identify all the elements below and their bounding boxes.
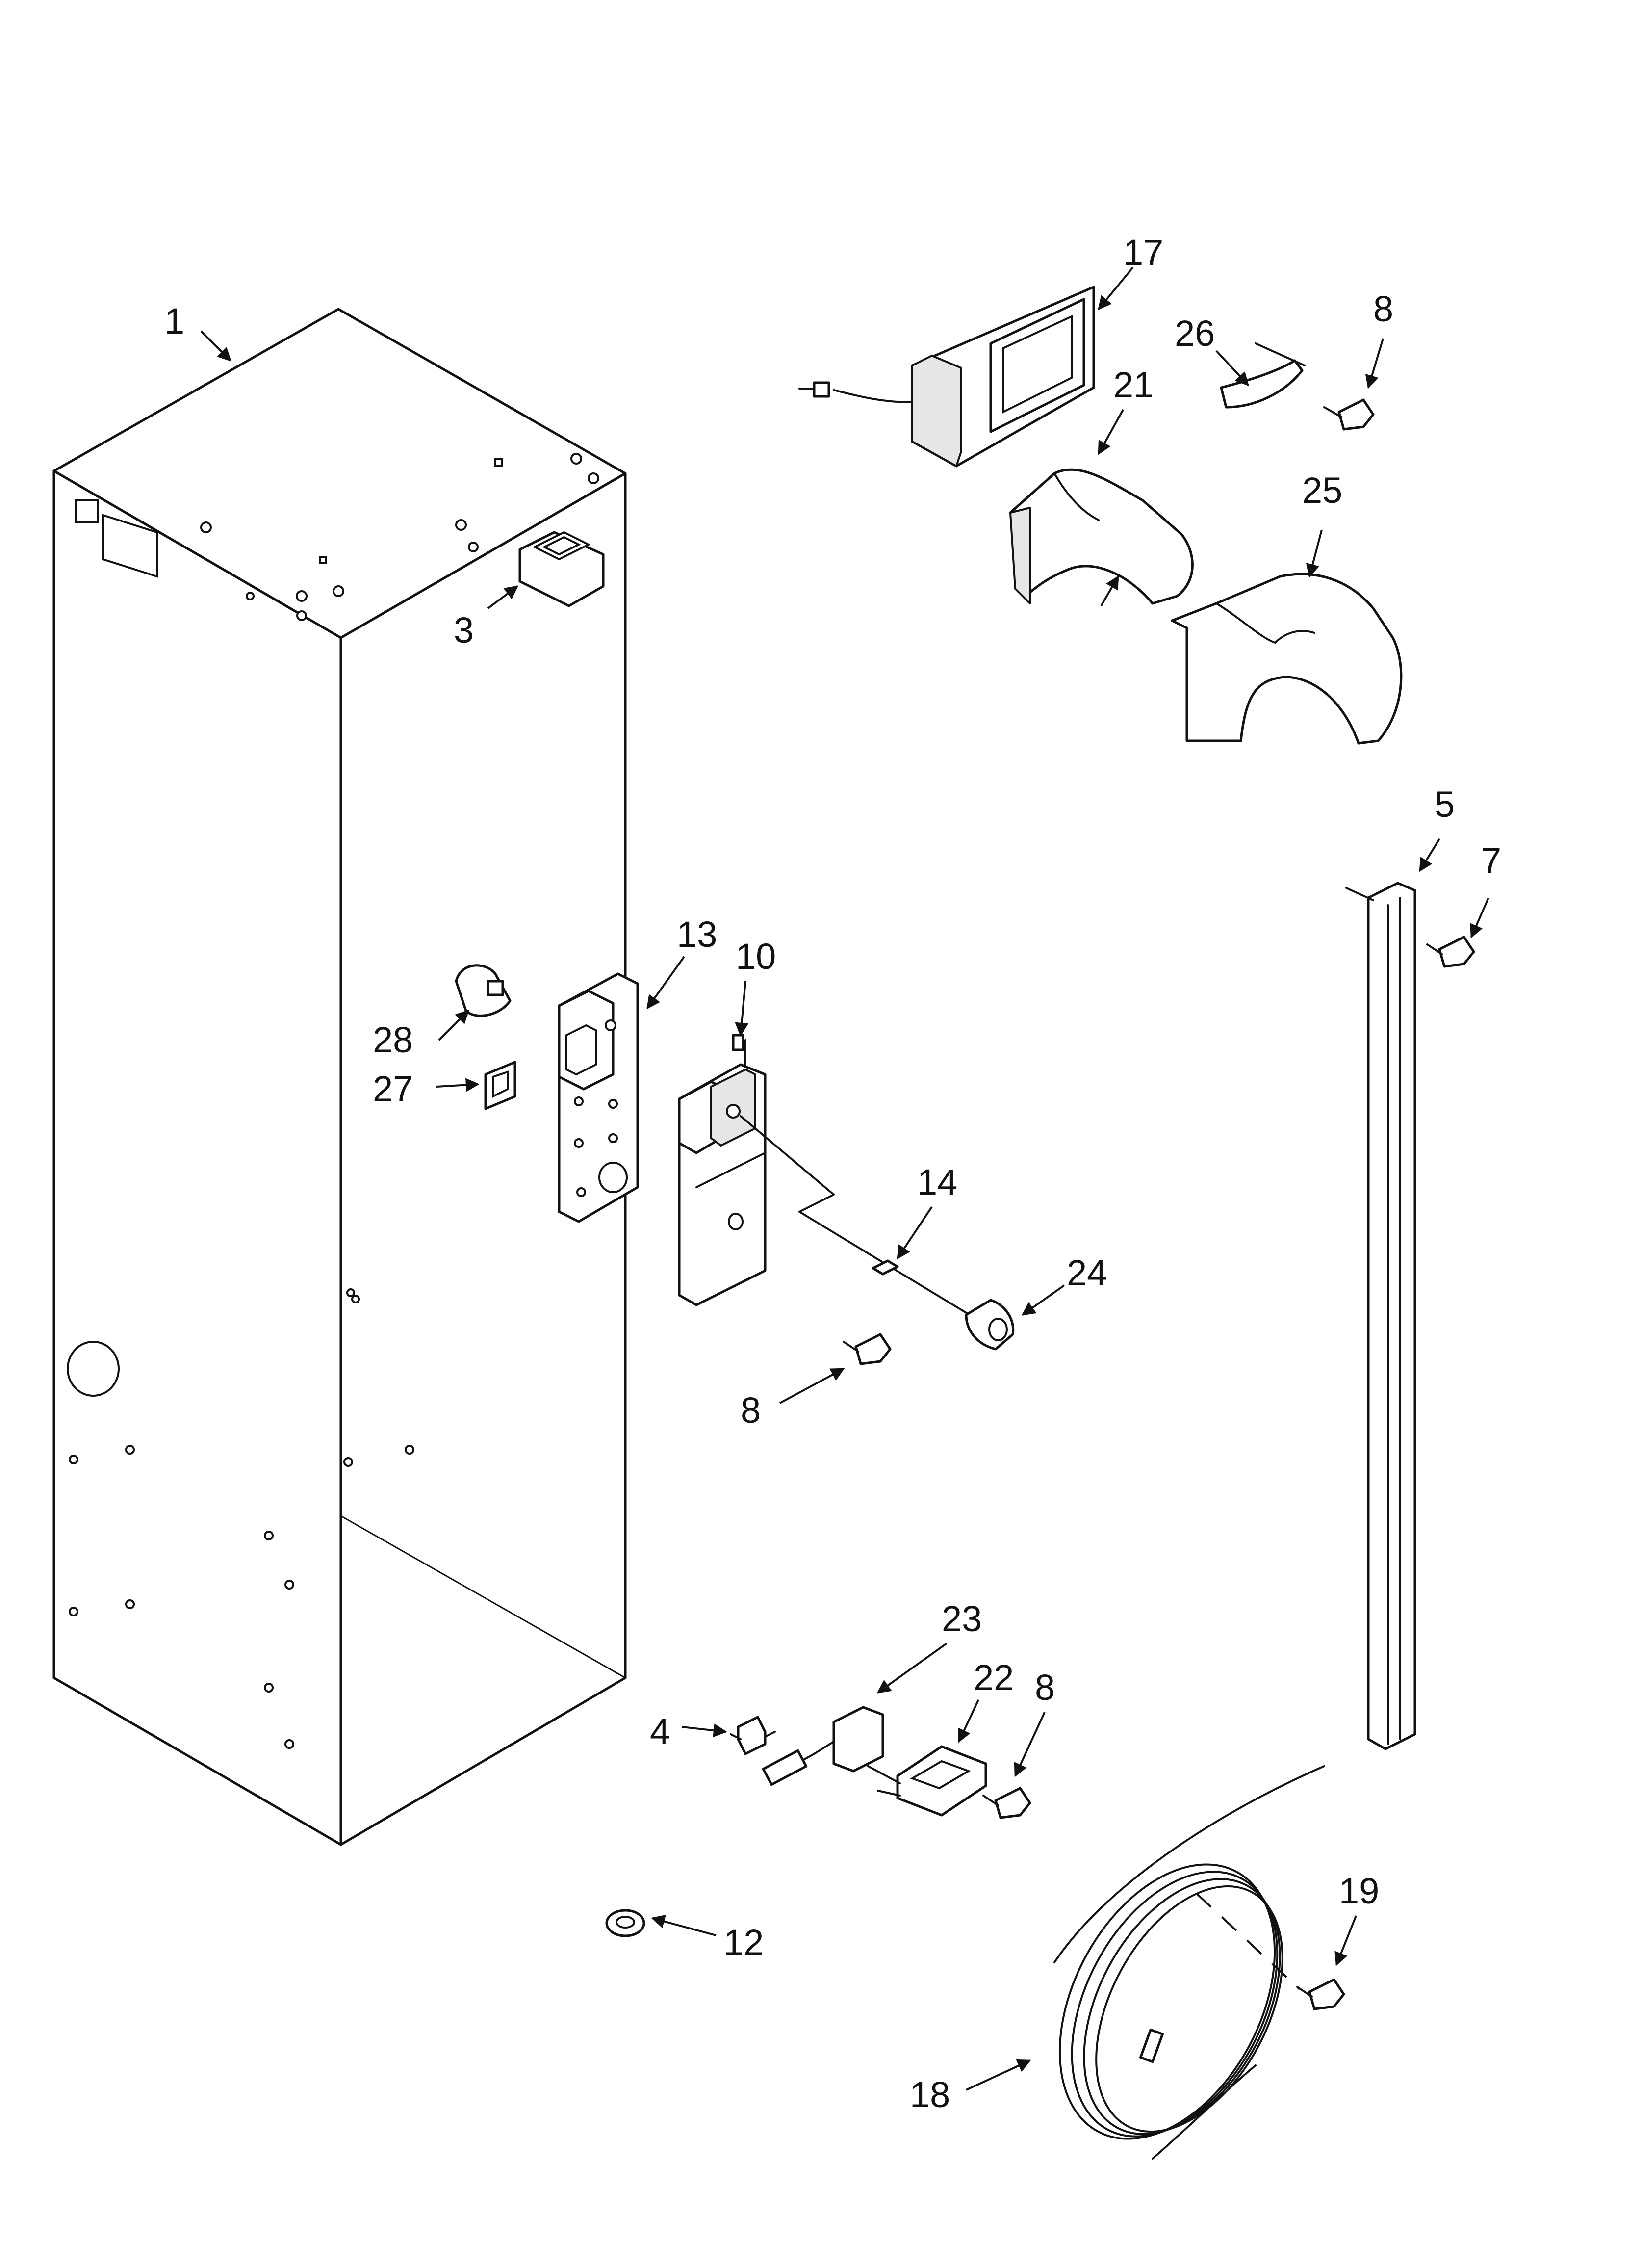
callout-18: 18 bbox=[910, 2074, 950, 2115]
callout-17: 17 bbox=[1123, 232, 1163, 273]
callout-28: 28 bbox=[373, 1019, 413, 1060]
callout-26: 26 bbox=[1175, 313, 1215, 354]
screw-part-mid bbox=[843, 1333, 892, 1365]
callout-24: 24 bbox=[1067, 1252, 1107, 1293]
callout-10: 10 bbox=[736, 936, 776, 977]
callout-14: 14 bbox=[917, 1162, 957, 1202]
clip-part-4 bbox=[730, 1716, 776, 1755]
callout-8-lower: 8 bbox=[1035, 1667, 1055, 1708]
callout-8-mid: 8 bbox=[741, 1390, 761, 1431]
tubing-coil-part bbox=[1053, 1765, 1325, 2160]
bulb-socket-part-24 bbox=[965, 1299, 1015, 1351]
callout-3: 3 bbox=[454, 610, 474, 651]
callout-8-top: 8 bbox=[1373, 288, 1393, 329]
pad-part bbox=[484, 1061, 516, 1110]
callout-19: 19 bbox=[1339, 1871, 1379, 1911]
callout-labels: 1 3 4 5 7 8 8 8 10 12 13 14 17 18 19 21 … bbox=[164, 232, 1501, 2115]
callout-21: 21 bbox=[1113, 365, 1154, 405]
cover-part-25 bbox=[1171, 573, 1403, 745]
vertical-channel-part bbox=[1345, 882, 1416, 1750]
screw-part-19 bbox=[1296, 1978, 1345, 2010]
switch-part-22 bbox=[867, 1745, 987, 1817]
cabinet-part bbox=[52, 308, 627, 1846]
callout-25: 25 bbox=[1302, 470, 1342, 511]
cover-part-21 bbox=[1009, 468, 1194, 605]
grommet-part bbox=[605, 1909, 645, 1937]
screw-part-top bbox=[1323, 398, 1375, 431]
mounting-plate-part-13 bbox=[558, 972, 639, 1223]
callout-22: 22 bbox=[974, 1657, 1014, 1698]
callout-4: 4 bbox=[650, 1711, 670, 1752]
callout-7: 7 bbox=[1481, 840, 1501, 881]
callout-23: 23 bbox=[942, 1598, 982, 1639]
callout-27: 27 bbox=[373, 1069, 413, 1109]
knob-part bbox=[455, 964, 512, 1017]
wire-part-14 bbox=[740, 1115, 975, 1318]
callout-1: 1 bbox=[164, 301, 184, 341]
screw-part-7 bbox=[1426, 936, 1475, 968]
callout-13: 13 bbox=[677, 914, 717, 955]
screw-part-lower bbox=[982, 1787, 1031, 1819]
light-housing-part bbox=[798, 286, 1095, 468]
clip-part bbox=[1220, 342, 1306, 409]
leader-lines bbox=[200, 266, 1489, 2091]
callout-5: 5 bbox=[1435, 784, 1455, 825]
callout-12: 12 bbox=[723, 1922, 764, 1963]
sensor-part-23 bbox=[762, 1706, 884, 1786]
top-bracket-part bbox=[518, 531, 605, 607]
control-panel-part-10 bbox=[678, 1034, 767, 1306]
